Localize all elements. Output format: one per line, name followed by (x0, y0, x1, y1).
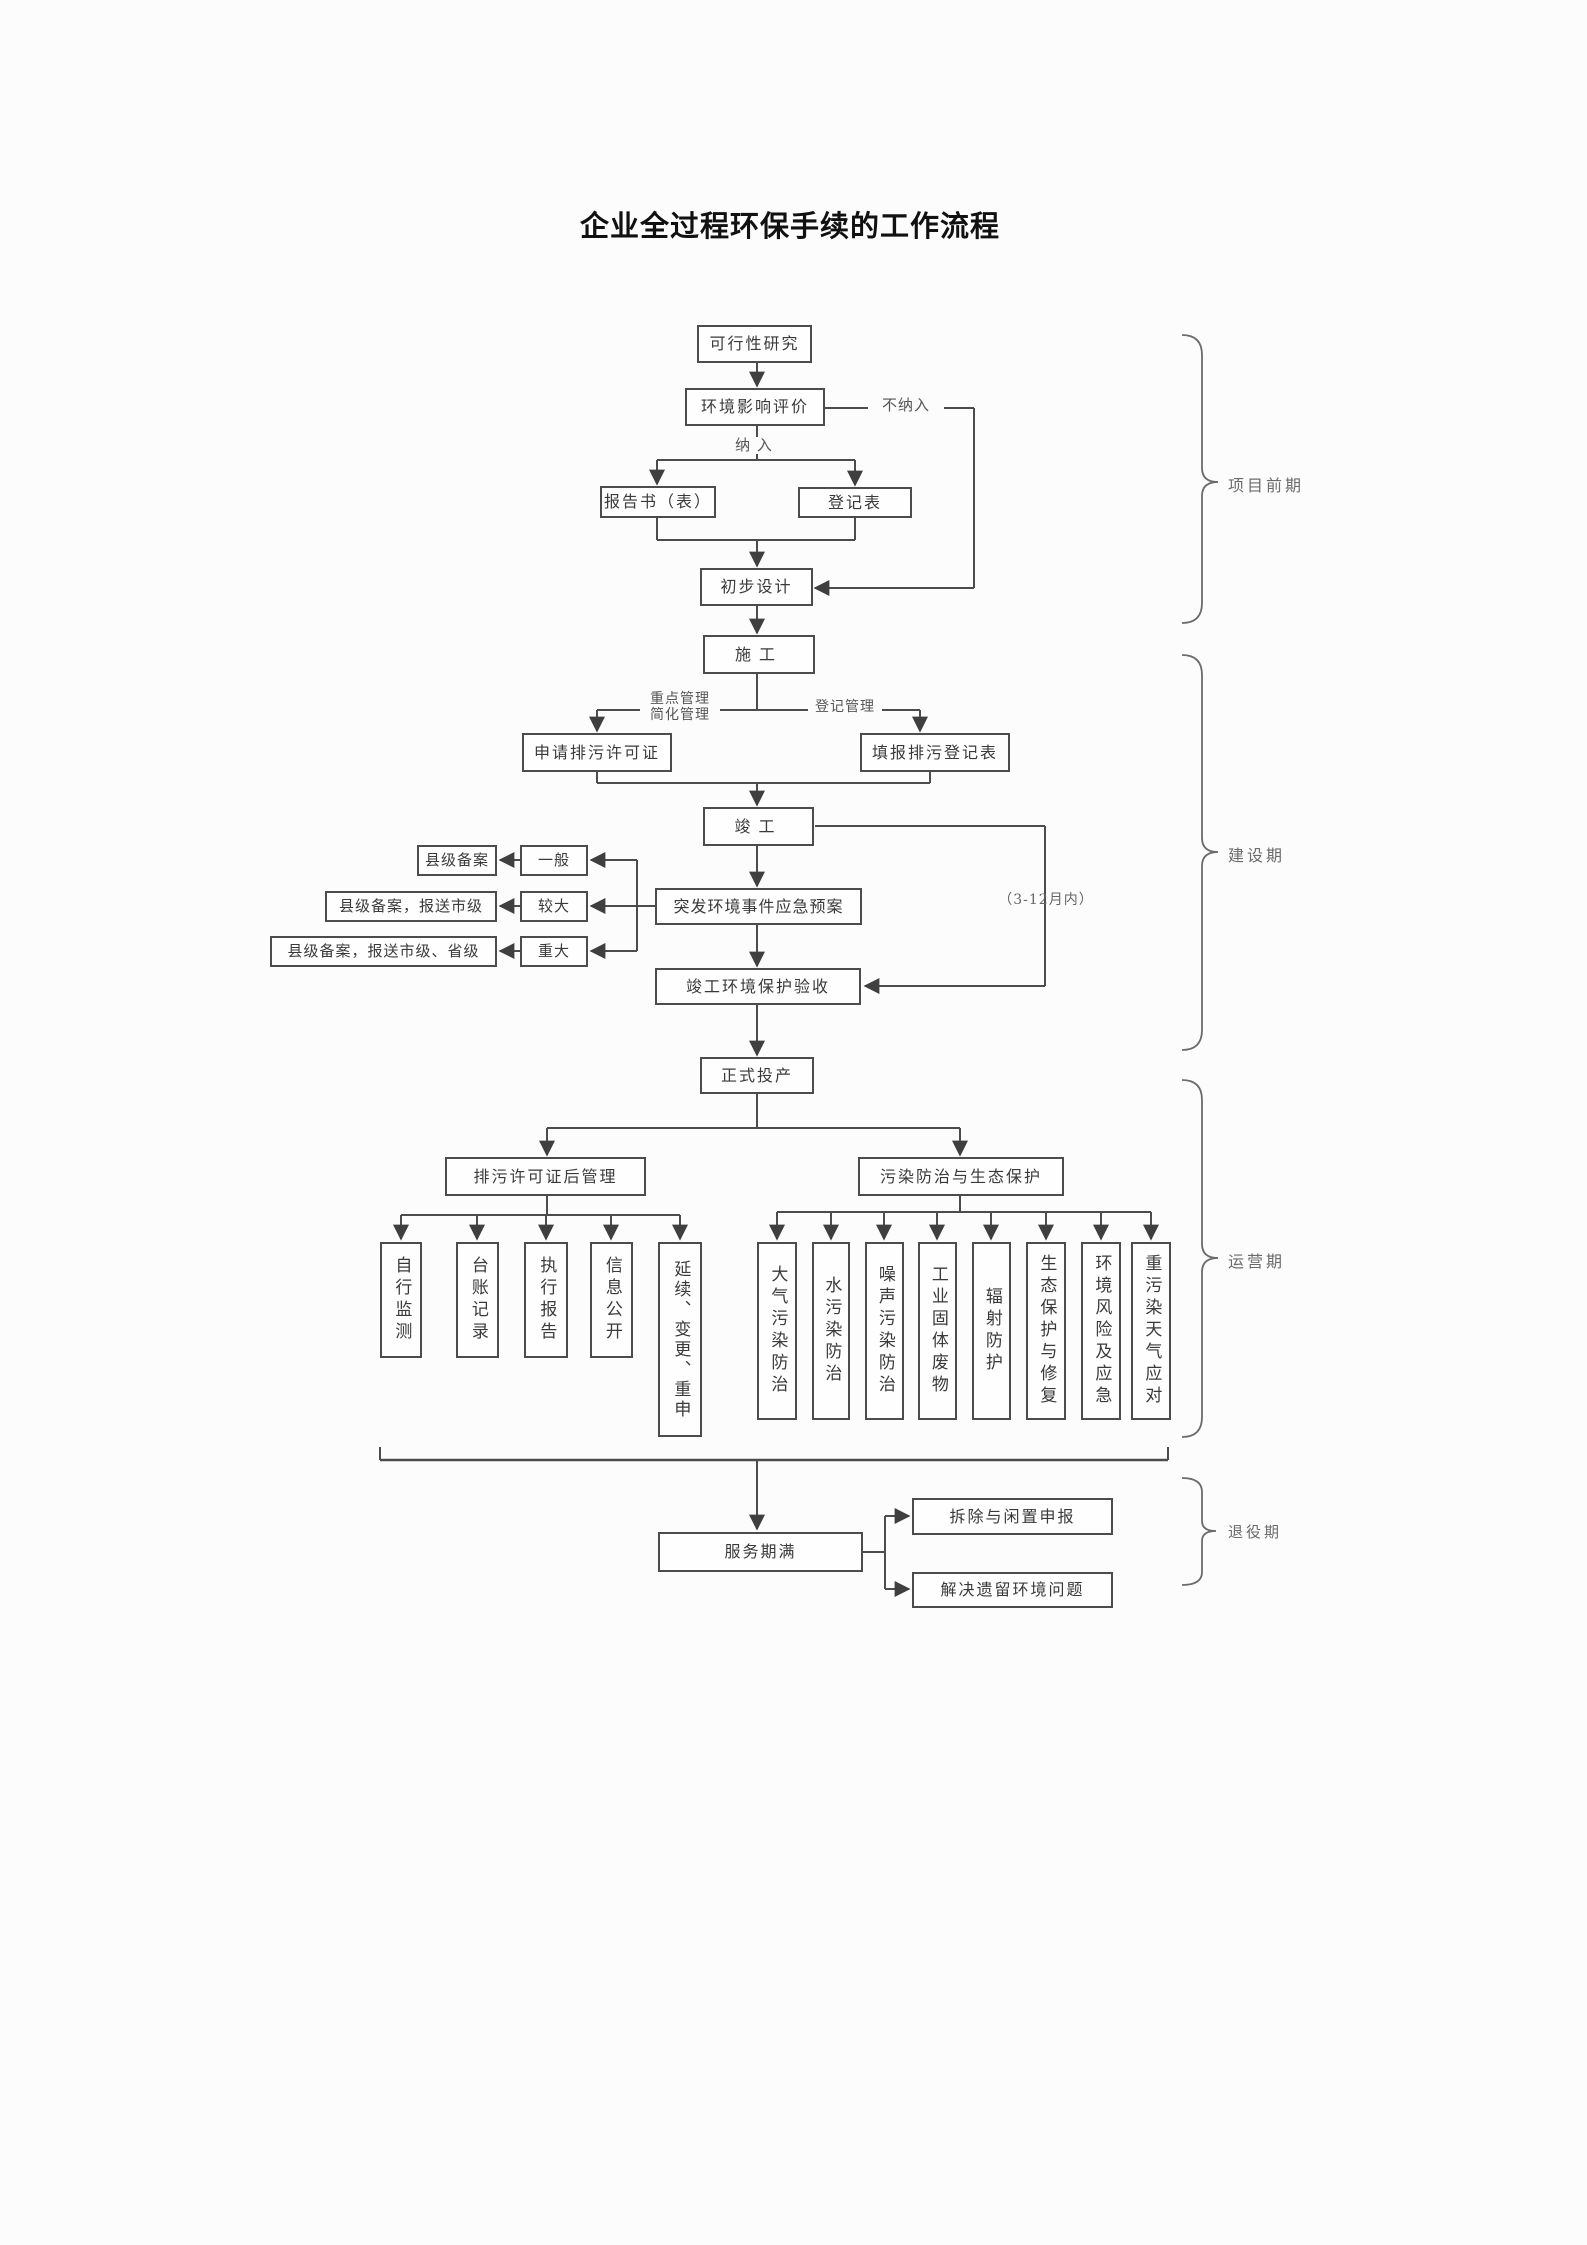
filing-county: 县级备案 (417, 845, 497, 876)
node-permit-apply: 申请排污许可证 (522, 733, 672, 772)
item-air-pollution: 大气污染防治 (757, 1242, 797, 1420)
item-execution-report: 执行报告 (524, 1242, 568, 1358)
phase-label-decommission: 退役期 (1228, 1523, 1283, 1541)
edge-label-not-included: 不纳入 (868, 396, 944, 415)
node-permit-mgmt: 排污许可证后管理 (445, 1157, 646, 1196)
node-production: 正式投产 (700, 1057, 814, 1094)
level-general: 一般 (520, 845, 588, 876)
page-title: 企业全过程环保手续的工作流程 (579, 211, 1000, 243)
edge-label-included: 纳 入 (712, 436, 796, 455)
node-legacy-issues: 解决遗留环境问题 (912, 1572, 1113, 1608)
node-completion: 竣工 (703, 807, 814, 846)
item-radiation-protection: 辐射防护 (972, 1242, 1011, 1420)
node-pollution-ecology: 污染防治与生态保护 (858, 1157, 1064, 1196)
item-ledger-records: 台账记录 (456, 1242, 499, 1358)
item-env-risk: 环境风险及应急 (1081, 1242, 1121, 1420)
node-discharge-registration: 填报排污登记表 (860, 733, 1010, 772)
edge-label-registration-mgmt: 登记管理 (808, 699, 882, 716)
edge-label-key-mgmt-line1: 重点管理 (650, 691, 710, 707)
node-report: 报告书（表） (600, 486, 716, 518)
item-info-disclosure: 信息公开 (590, 1242, 633, 1358)
filing-county-city: 县级备案，报送市级 (325, 891, 497, 922)
item-ecology-restore: 生态保护与修复 (1026, 1242, 1066, 1420)
phase-label-pre-project: 项目前期 (1228, 476, 1305, 495)
edge-label-key-mgmt: 重点管理 简化管理 (640, 691, 720, 724)
phase-label-construction: 建设期 (1228, 846, 1286, 865)
edge-label-simplified-mgmt-line2: 简化管理 (650, 707, 710, 724)
phase-brace (1181, 1079, 1219, 1438)
node-service-end: 服务期满 (658, 1532, 863, 1572)
edge-label-months: （3-12月内） (998, 892, 1094, 908)
phase-label-operation: 运营期 (1228, 1252, 1286, 1271)
item-self-monitoring: 自行监测 (380, 1242, 422, 1358)
level-severe: 重大 (520, 936, 588, 967)
node-eia: 环境影响评价 (685, 388, 825, 426)
phase-brace (1181, 334, 1219, 624)
node-acceptance: 竣工环境保护验收 (655, 968, 861, 1005)
node-preliminary-design: 初步设计 (700, 568, 813, 606)
item-renewal-change: 延续、变更、重申 (658, 1242, 702, 1437)
node-demolition: 拆除与闲置申报 (912, 1498, 1113, 1535)
node-registration-form: 登记表 (798, 487, 912, 518)
item-heavy-pollution-weather: 重污染天气应对 (1131, 1242, 1171, 1420)
filing-county-city-province: 县级备案，报送市级、省级 (270, 936, 497, 967)
node-construction: 施工 (703, 635, 815, 674)
phase-brace (1181, 654, 1219, 1051)
item-solid-waste: 工业固体废物 (918, 1242, 957, 1420)
item-noise-pollution: 噪声污染防治 (865, 1242, 904, 1420)
node-feasibility: 可行性研究 (697, 325, 812, 363)
phase-brace (1181, 1477, 1217, 1586)
level-major: 较大 (520, 891, 588, 922)
item-water-pollution: 水污染防治 (812, 1242, 850, 1420)
node-emergency-plan: 突发环境事件应急预案 (655, 888, 862, 925)
